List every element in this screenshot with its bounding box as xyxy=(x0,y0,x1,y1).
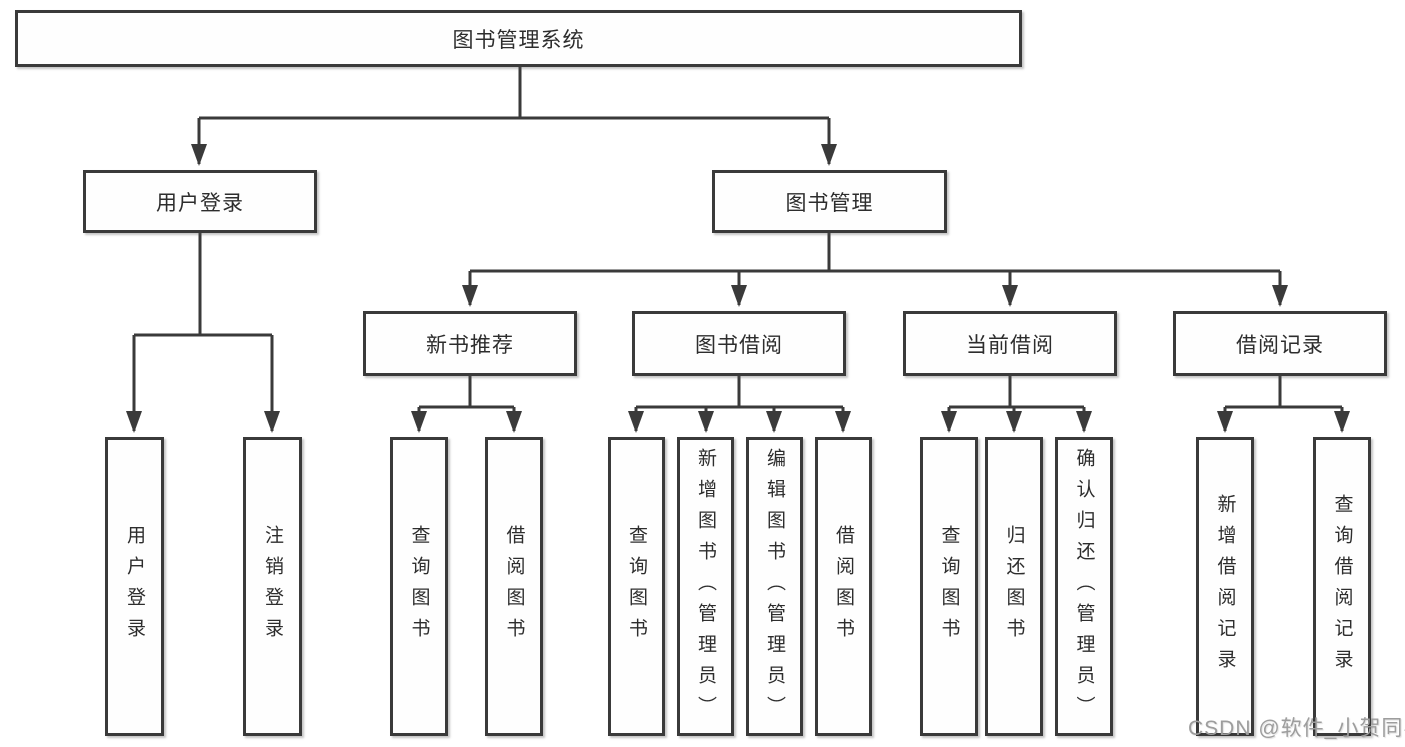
leaf-records-add-record: 新增借阅记录 xyxy=(1196,437,1254,736)
leaf-records-query-record: 查询借阅记录 xyxy=(1313,437,1371,736)
leaf-current-confirm-return-admin: 确认归还（管理员） xyxy=(1055,437,1113,736)
leaf-user-login: 用户登录 xyxy=(105,437,164,736)
node-current-borrowing: 当前借阅 xyxy=(903,311,1117,376)
node-library-system: 图书管理系统 xyxy=(15,10,1022,67)
leaf-borrowing-add-books-admin: 新增图书（管理员） xyxy=(677,437,734,736)
watermark-text: CSDN @软件_小贺同学 xyxy=(1188,717,1405,740)
node-book-management: 图书管理 xyxy=(712,170,947,233)
leaf-current-query-books: 查询图书 xyxy=(920,437,978,736)
leaf-current-return-books: 归还图书 xyxy=(985,437,1043,736)
leaf-borrowing-edit-books-admin: 编辑图书（管理员） xyxy=(746,437,803,736)
node-new-book-recommendation: 新书推荐 xyxy=(363,311,577,376)
leaf-borrowing-query-books: 查询图书 xyxy=(608,437,665,736)
node-user-login: 用户登录 xyxy=(83,170,317,233)
node-borrowing-records: 借阅记录 xyxy=(1173,311,1387,376)
leaf-borrowing-borrow-books: 借阅图书 xyxy=(815,437,872,736)
leaf-newbooks-query-books: 查询图书 xyxy=(390,437,448,736)
leaf-logout: 注销登录 xyxy=(243,437,302,736)
node-book-borrowing: 图书借阅 xyxy=(632,311,846,376)
leaf-newbooks-borrow-books: 借阅图书 xyxy=(485,437,543,736)
